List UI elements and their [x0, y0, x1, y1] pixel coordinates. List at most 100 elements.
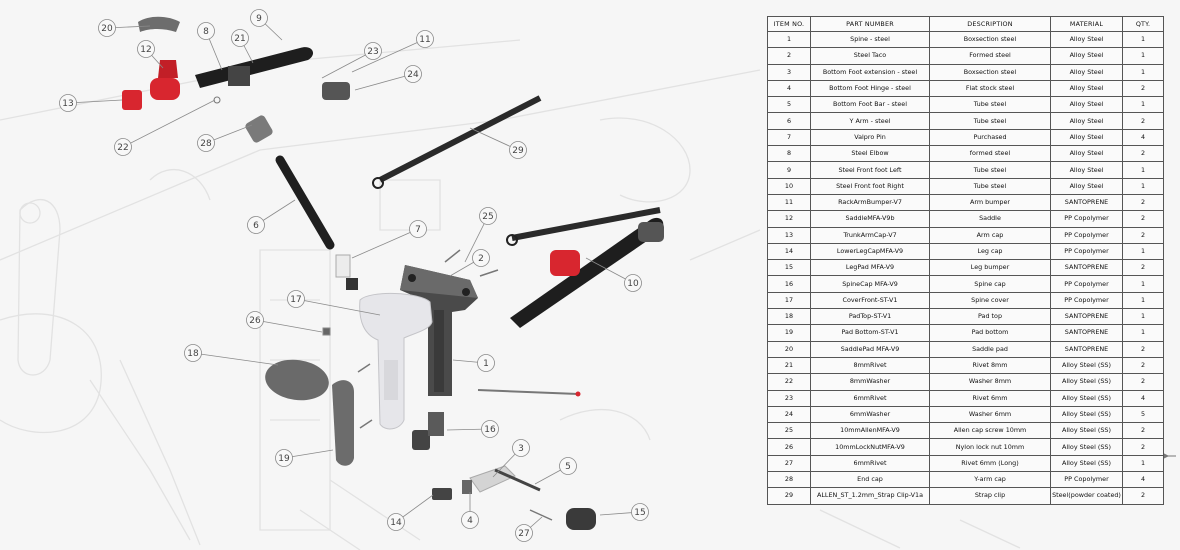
item-no-cell: 2 — [767, 47, 811, 65]
material-cell: PP Copolymer — [1050, 275, 1123, 293]
material-cell: Alloy Steel — [1050, 161, 1123, 179]
item-no-cell: 18 — [767, 308, 811, 326]
qty-cell: 2 — [1122, 210, 1164, 228]
callout-number: 14 — [390, 518, 402, 528]
callout-circle — [137, 40, 155, 58]
callout-number: 4 — [467, 516, 473, 526]
callout-balloon: 3 — [492, 439, 530, 478]
qty-cell: 1 — [1122, 47, 1164, 65]
description-cell: Y-arm cap — [929, 471, 1051, 489]
item-no-cell: 11 — [767, 193, 811, 212]
col-header-description: DESCRIPTION — [929, 16, 1051, 32]
part-number-cell: 10mmAllenMFA-V9 — [810, 422, 930, 440]
description-cell: Spine cover — [929, 291, 1051, 310]
strap-clip-part — [372, 95, 661, 246]
material-cell: Alloy Steel — [1050, 128, 1123, 147]
col-header-item-no: ITEM NO. — [767, 16, 811, 32]
callout-circle — [631, 503, 649, 521]
item-no-cell: 9 — [767, 161, 811, 179]
callout-circle — [509, 141, 527, 159]
item-no-cell: 10 — [767, 177, 811, 195]
qty-cell: 2 — [1122, 340, 1164, 358]
qty-cell: 1 — [1122, 63, 1164, 81]
callout-circle — [479, 207, 497, 225]
callout-number: 11 — [419, 35, 430, 45]
material-cell: Alloy Steel — [1050, 63, 1123, 81]
item-no-cell: 29 — [767, 487, 811, 505]
description-cell: Saddle — [929, 210, 1051, 228]
callout-number: 3 — [518, 444, 524, 454]
callout-circle — [247, 216, 265, 234]
part-number-cell: Pad Bottom-ST-V1 — [810, 324, 930, 342]
description-cell: Nylon lock nut 10mm — [929, 438, 1051, 456]
description-cell: Boxsection steel — [929, 63, 1051, 81]
callout-leader-line — [354, 73, 414, 91]
callout-balloon: 14 — [387, 494, 434, 531]
callout-number: 7 — [415, 225, 421, 235]
y-arm-part — [245, 115, 358, 290]
description-cell: Arm bumper — [929, 193, 1051, 212]
callout-balloon: 29 — [469, 127, 527, 159]
item-no-cell: 23 — [767, 389, 811, 407]
callout-leader-line — [122, 99, 216, 148]
material-cell: PP Copolymer — [1050, 210, 1123, 228]
callout-number: 23 — [367, 47, 378, 57]
material-cell: Alloy Steel — [1050, 112, 1123, 130]
callout-number: 22 — [117, 143, 128, 153]
callout-leader-line — [67, 99, 123, 104]
callout-circle — [515, 524, 533, 542]
material-cell: SANTOPRENE — [1050, 308, 1123, 326]
callout-balloon: 9 — [250, 9, 283, 41]
callout-circle — [624, 274, 642, 292]
qty-cell: 1 — [1122, 454, 1164, 473]
callout-number: 29 — [512, 146, 524, 156]
col-header-material: MATERIAL — [1050, 16, 1123, 32]
material-cell: Alloy Steel — [1050, 79, 1123, 98]
callout-balloon: 15 — [599, 503, 649, 521]
callout-circle — [184, 344, 202, 362]
material-cell: Alloy Steel (SS) — [1050, 454, 1123, 473]
item-no-cell: 28 — [767, 471, 811, 489]
item-no-cell: 12 — [767, 210, 811, 228]
callout-circle — [559, 457, 577, 475]
item-no-cell: 25 — [767, 422, 811, 440]
callout-balloon: 6 — [247, 199, 296, 234]
part-number-cell: Bottom Foot extension - steel — [810, 63, 930, 81]
part-number-cell: SpineCap MFA-V9 — [810, 275, 930, 293]
part-number-cell: Spine - steel — [810, 30, 930, 49]
callout-circle — [416, 30, 434, 48]
qty-cell: 2 — [1122, 193, 1164, 212]
item-no-cell: 15 — [767, 259, 811, 277]
callout-number: 15 — [634, 508, 645, 518]
material-cell: Alloy Steel (SS) — [1050, 405, 1123, 424]
part-number-cell: Steel Elbow — [810, 145, 930, 163]
item-no-cell: 20 — [767, 340, 811, 358]
item-no-cell: 24 — [767, 405, 811, 424]
description-cell: Leg bumper — [929, 259, 1051, 277]
qty-cell: 2 — [1122, 226, 1164, 244]
material-cell: Alloy Steel — [1050, 96, 1123, 114]
callout-number: 1 — [483, 359, 489, 369]
item-no-cell: 7 — [767, 128, 811, 147]
qty-cell: 2 — [1122, 373, 1164, 391]
description-cell: Pad top — [929, 308, 1051, 326]
pad-top-part — [265, 359, 329, 401]
qty-cell: 2 — [1122, 356, 1164, 375]
callout-balloon: 1 — [452, 354, 495, 372]
material-cell: PP Copolymer — [1050, 291, 1123, 310]
qty-cell: 1 — [1122, 30, 1164, 49]
material-cell: PP Copolymer — [1050, 226, 1123, 244]
material-cell: SANTOPRENE — [1050, 340, 1123, 358]
